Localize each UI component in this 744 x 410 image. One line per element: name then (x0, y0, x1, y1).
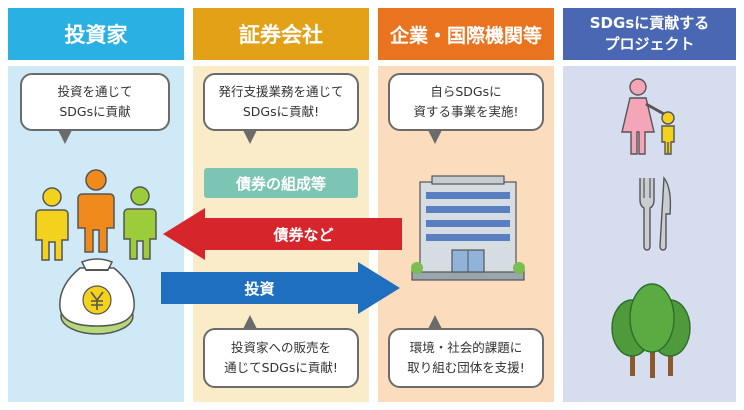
company-bubble-top: 自らSDGsに 資する事業を実施! (388, 73, 544, 131)
securities-bubble-top: 発行支援業務を通じて SDGsに貢献! (203, 73, 359, 131)
company-bubble-top-tail (428, 130, 442, 144)
securities-header: 証券会社 (193, 8, 369, 60)
company-bubble-bottom: 環境・社会的課題に 取り組む団体を支援! (388, 328, 544, 388)
investment-arrow-label: 投資 (244, 279, 275, 298)
bonds-arrow-label: 債券など (273, 225, 334, 244)
company-bubble-bottom-tail (428, 315, 442, 329)
investor-bubble: 投資を通じて SDGsに貢献 (20, 73, 170, 131)
securities-bubble-top-tail (243, 130, 257, 144)
fork-knife-icon (639, 176, 672, 251)
company-header: 企業・国際機関等 (378, 8, 554, 60)
investment-arrow-right-icon (161, 262, 400, 314)
office-building-icon (411, 175, 525, 281)
forest-icon (611, 283, 691, 378)
mother-child-icon (621, 78, 675, 155)
securities-bubble-bottom-tail (243, 315, 257, 329)
bonds-arrow-left-icon (163, 208, 402, 260)
yen-money-bag-icon (59, 258, 135, 335)
investor-bubble-tail (58, 130, 72, 144)
person-green-icon (123, 186, 157, 260)
securities-bubble-bottom: 投資家への販売を 通じてSDGsに貢献! (203, 328, 359, 388)
investor-header: 投資家 (8, 8, 184, 60)
person-orange-icon (77, 169, 115, 253)
person-yellow-icon (35, 187, 69, 261)
bond-structuring-label: 債券の組成等 (204, 168, 358, 198)
sdgs-header: SDGsに貢献する プロジェクト (563, 8, 736, 60)
